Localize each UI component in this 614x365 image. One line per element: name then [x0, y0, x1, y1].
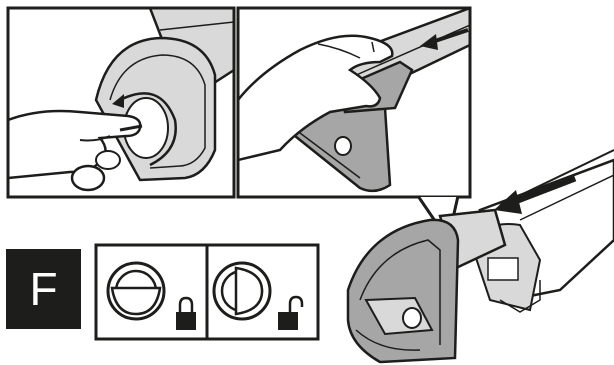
- hand-turning-key-icon: [8, 8, 234, 190]
- step-letter-badge: F: [6, 249, 81, 329]
- panel-turn-key: [8, 8, 234, 197]
- panel-slide-cover: [238, 8, 470, 197]
- step-letter: F: [29, 262, 57, 316]
- lock-state-legend: [96, 245, 318, 339]
- hand-sliding-cover-icon: [238, 8, 470, 191]
